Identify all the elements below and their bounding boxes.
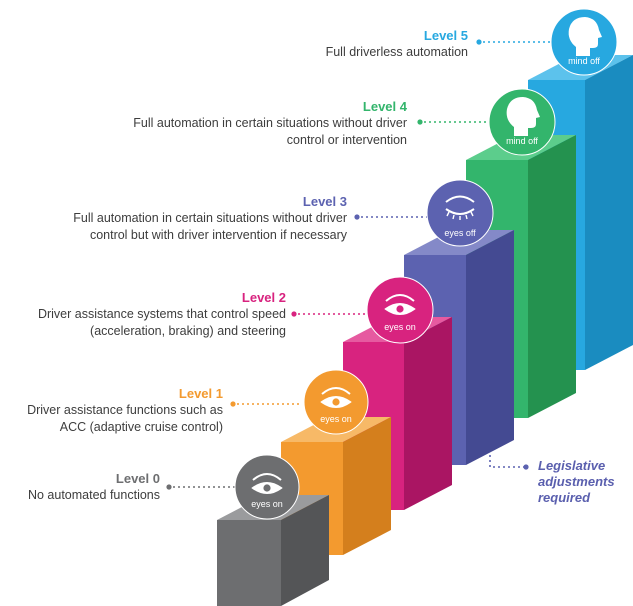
level-0-description: No automated functions — [27, 488, 160, 502]
eye-open-icon — [320, 387, 352, 408]
level-4-description-line1: Full automation in certain situations wi… — [133, 116, 407, 130]
legislative-note: Legislative adjustments required — [538, 458, 615, 506]
eye-open-icon — [251, 473, 283, 494]
level-1-badge-label: eyes on — [320, 414, 352, 424]
level-4-text: Level 4 Full automation in certain situa… — [133, 98, 407, 149]
level-0-column — [217, 495, 329, 606]
legislative-note-line3: required — [538, 490, 591, 505]
level-0-text: Level 0 No automated functions — [28, 470, 160, 504]
head-icon — [506, 97, 540, 136]
leader-lines — [168, 41, 552, 488]
legislative-note-line2: adjustments — [538, 474, 615, 489]
legislative-note-line1: Legislative — [538, 458, 606, 473]
level-3-text: Level 3 Full automation in certain situa… — [73, 193, 347, 244]
level-0-badge-label: eyes on — [251, 499, 283, 509]
level-5-text: Level 5 Full driverless automation — [326, 27, 468, 61]
level-1-text: Level 1 Driver assistance functions such… — [27, 385, 223, 436]
level-4-title: Level 4 — [362, 99, 407, 114]
level-0-title: Level 0 — [115, 471, 160, 486]
level-4-badge-label: mind off — [506, 136, 538, 146]
level-2-description-line1: Driver assistance systems that control s… — [37, 307, 286, 321]
level-3-title: Level 3 — [302, 194, 347, 209]
leader-dots — [166, 39, 529, 490]
level-1-description-line2: ACC (adaptive cruise control) — [59, 420, 223, 434]
level-2-badge: eyes on — [366, 276, 434, 344]
level-4-badge: mind off — [488, 88, 556, 156]
level-3-description-line2: control but with driver intervention if … — [89, 228, 347, 242]
level-0-badge: eyes on — [234, 454, 300, 520]
level-1-description-line1: Driver assistance functions such as — [27, 403, 223, 417]
level-3-badge: eyes off — [426, 179, 494, 247]
level-2-title: Level 2 — [241, 290, 286, 305]
level-5-badge-label: mind off — [568, 56, 600, 66]
level-2-description-line2: (acceleration, braking) and steering — [90, 324, 286, 338]
level-2-badge-label: eyes on — [384, 322, 416, 332]
level-3-badge-label: eyes off — [444, 228, 476, 238]
level-1-badge: eyes on — [303, 369, 369, 435]
head-icon — [568, 17, 602, 56]
level-1-title: Level 1 — [178, 386, 223, 401]
level-4-description-line2: control or intervention — [286, 133, 407, 147]
level-5-title: Level 5 — [423, 28, 468, 43]
level-5-description: Full driverless automation — [325, 45, 468, 59]
eye-open-icon — [384, 294, 416, 315]
level-3-description-line1: Full automation in certain situations wi… — [73, 211, 347, 225]
level-5-badge: mind off — [550, 8, 618, 76]
eye-closed-icon — [445, 195, 475, 220]
level-2-text: Level 2 Driver assistance systems that c… — [38, 289, 286, 340]
